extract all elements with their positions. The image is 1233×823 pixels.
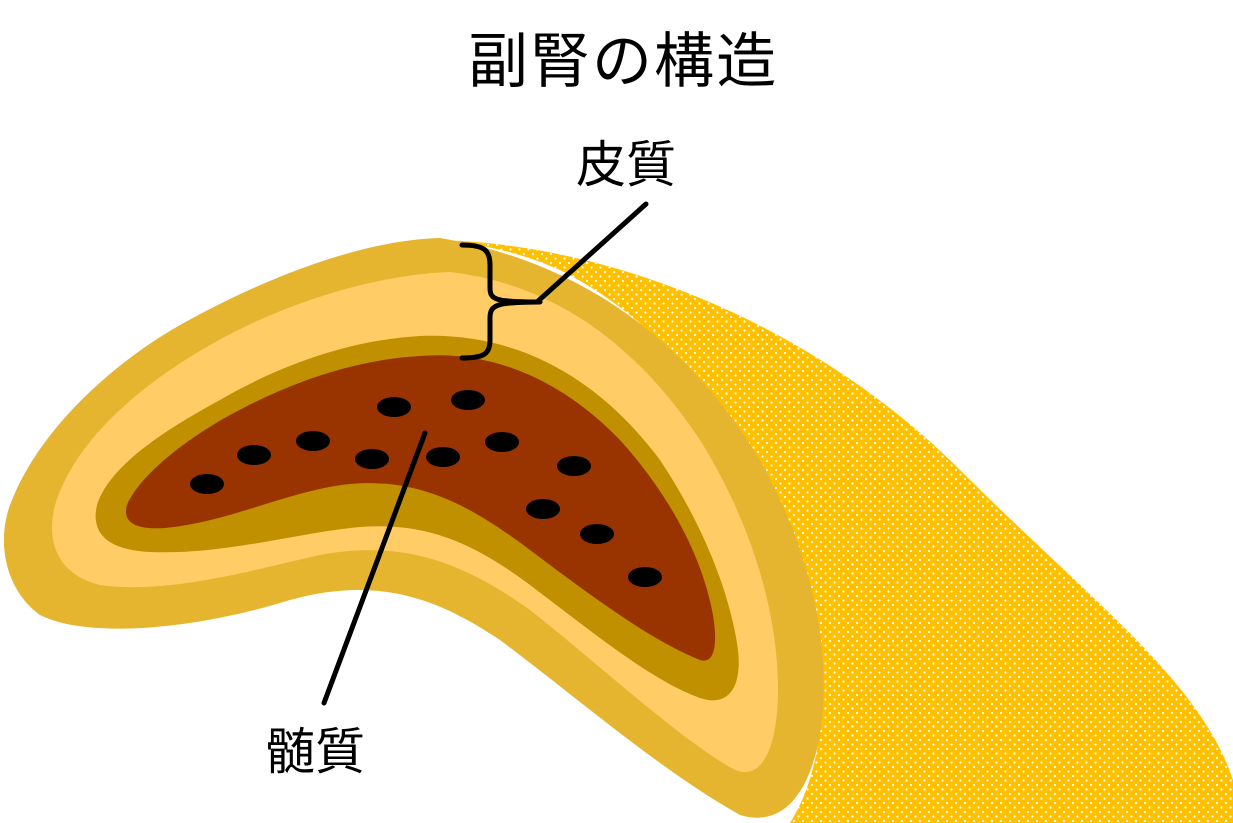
medulla: [125, 355, 716, 661]
vessel-dot: [377, 397, 411, 417]
vessel-dot: [355, 449, 389, 469]
cortex-leader-line: [534, 201, 649, 305]
vessel-dot: [580, 524, 614, 544]
vessel-dot: [557, 456, 591, 476]
medulla-leader-line: [321, 430, 428, 706]
medulla-label: 髄質: [265, 723, 365, 781]
vessel-dot: [451, 390, 485, 410]
vessel-dot: [628, 567, 662, 587]
cortex-label: 皮質: [576, 136, 676, 194]
vessel-dot: [485, 432, 519, 452]
diagram-title: 副腎の構造: [468, 27, 778, 97]
vessel-dot: [237, 445, 271, 465]
medulla-vessels: [190, 390, 662, 587]
vessel-dot: [190, 474, 224, 494]
vessel-dot: [296, 431, 330, 451]
vessel-dot: [526, 499, 560, 519]
vessel-dot: [426, 447, 460, 467]
kidney-texture: [440, 240, 1233, 823]
